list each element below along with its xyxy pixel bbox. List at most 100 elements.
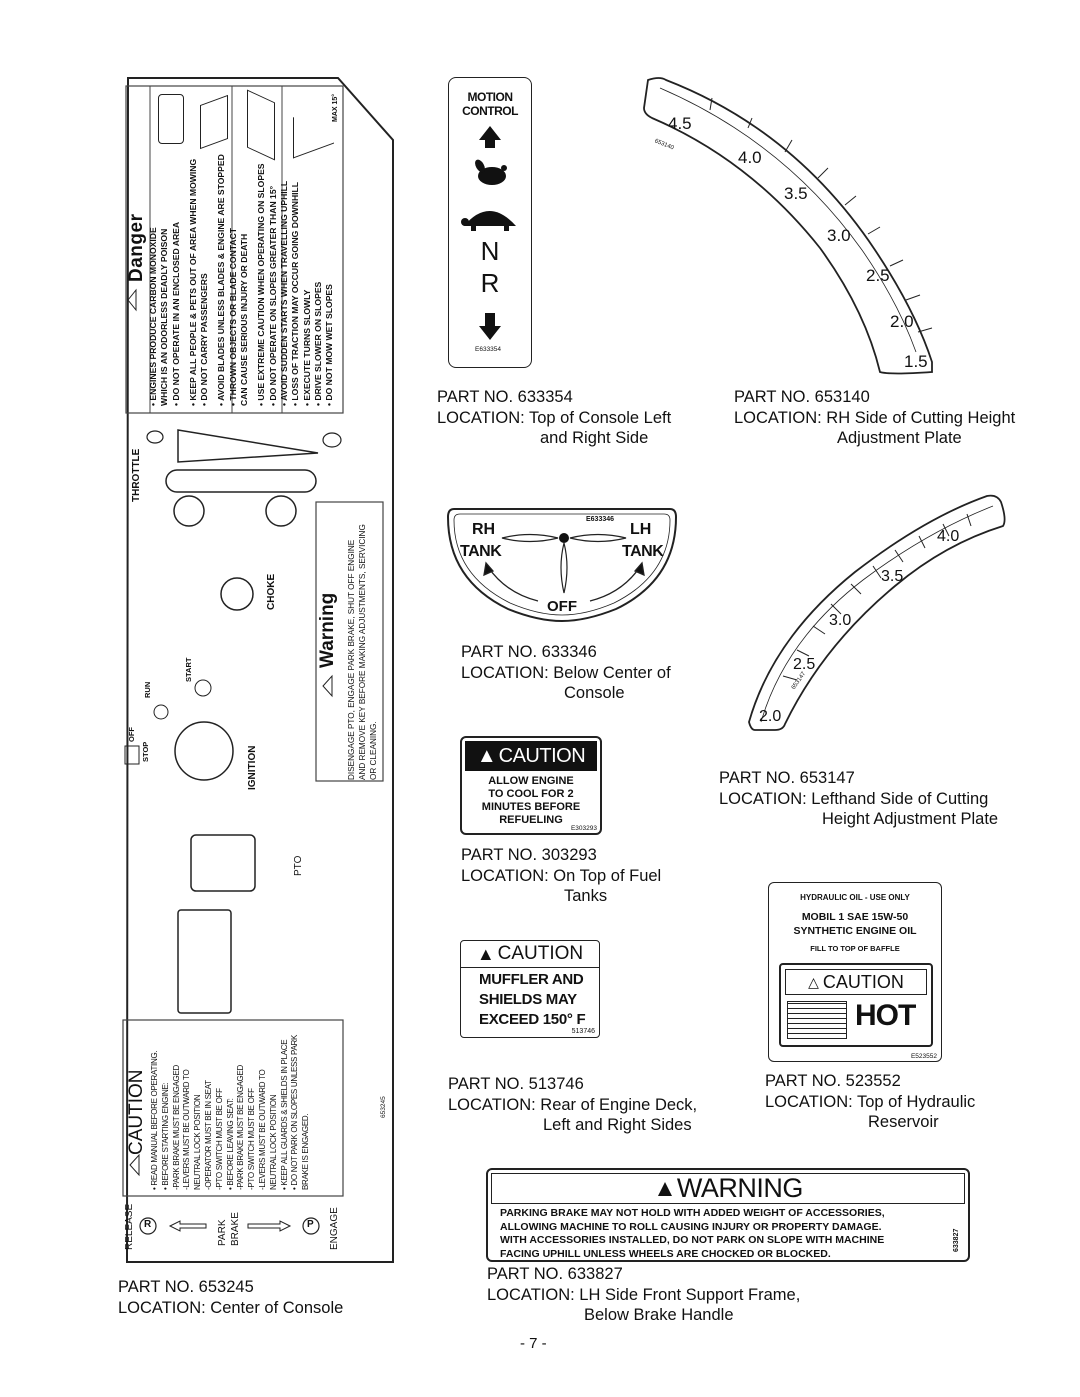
danger-line: • ENGINES PRODUCE CARBON MONOXIDE — [148, 227, 158, 406]
danger-line: • DO NOT OPERATE ON SLOPES GREATER THAN … — [267, 185, 278, 406]
tick-label: 3.5 — [784, 184, 808, 203]
tick-label: 2.0 — [890, 312, 914, 331]
danger-line: • EXECUTE TURNS SLOWLY — [301, 289, 312, 406]
location: LOCATION: Top of Console Left — [437, 408, 672, 427]
danger-line: CAN CAUSE SERIOUS INJURY OR DEATH — [239, 233, 250, 406]
tank-code: E633346 — [586, 516, 615, 523]
motion-code: E633354 — [475, 346, 502, 353]
max-slope-label: MAX 15° — [332, 93, 339, 122]
caution-line: BRAKE IS ENGAGED. — [301, 1113, 311, 1190]
fuel-caution-line: MINUTES BEFORE — [481, 801, 581, 813]
location: LOCATION: RH Side of Cutting Height — [734, 408, 1016, 427]
turtle-icon — [461, 211, 516, 231]
caution-line: -OPERATOR MUST BE IN SEAT — [203, 1080, 213, 1190]
rh-tank-label: TANK — [460, 543, 502, 560]
hydraulic-line-1: HYDRAULIC OIL - USE ONLY — [800, 893, 910, 902]
tick-label: 4.5 — [668, 114, 692, 133]
location: LOCATION: Center of Console — [118, 1298, 344, 1317]
muffler-caution-line: EXCEED 150° F — [479, 1011, 586, 1028]
part-number: PART NO. 633354 — [437, 388, 573, 406]
tick-label: 4.0 — [738, 148, 762, 167]
location-cont: Tanks — [564, 887, 608, 905]
caption-303293: PART NO. 303293 LOCATION: On Top of Fuel… — [461, 845, 661, 907]
location-cont: Below Brake Handle — [584, 1306, 734, 1324]
warning-line: OR CLEANING. — [369, 721, 378, 780]
warning-lines: DISENGAGE PTO, ENGAGE PARK BRAKE, SHUT O… — [346, 524, 379, 780]
park-label: PARK — [217, 1219, 228, 1247]
muffler-caution-line: SHIELDS MAY — [479, 991, 577, 1008]
fuel-caution-line: TO COOL FOR 2 — [488, 788, 574, 800]
fuel-caution-code: E303293 — [570, 825, 597, 832]
caption-513746: PART NO. 513746 LOCATION: Rear of Engine… — [448, 1074, 697, 1136]
brake-label: BRAKE — [230, 1212, 241, 1246]
caption-633827: PART NO. 633827 LOCATION: LH Side Front … — [487, 1264, 800, 1326]
caution-line: • BEFORE STARTING ENGINE: — [160, 1082, 170, 1190]
caption-653147: PART NO. 653147 LOCATION: Lefthand Side … — [719, 768, 998, 830]
caution-line: • READ MANUAL BEFORE OPERATING. — [150, 1050, 159, 1190]
brake-warning-header: ▲ WARNING — [491, 1173, 965, 1204]
danger-line: • DO NOT OPERATE IN AN ENCLOSED AREA — [170, 221, 181, 406]
engage-p-letter: P — [307, 1219, 314, 1230]
tick-label: 2.0 — [759, 708, 782, 725]
tank-valve-handle-icon — [501, 533, 627, 594]
muffler-caution-line: MUFFLER AND — [479, 971, 584, 988]
brake-warning-line: PARKING BRAKE MAY NOT HOLD WITH ADDED WE… — [500, 1207, 885, 1219]
warning-title: Warning — [317, 592, 338, 668]
warning-triangle-icon: ▲ — [653, 1174, 677, 1202]
caution-title: CAUTION — [126, 1069, 147, 1156]
part-number: PART NO. 633346 — [461, 643, 597, 661]
location: LOCATION: LH Side Front Support Frame, — [487, 1285, 801, 1304]
caption-633354: PART NO. 633354 LOCATION: Top of Console… — [437, 387, 671, 449]
brake-warning-line: ALLOWING MACHINE TO ROLL CAUSING INJURY … — [500, 1220, 882, 1233]
danger-line: • KEEP ALL PEOPLE & PETS OUT OF AREA WHE… — [187, 158, 198, 406]
fuel-caution-header: ▲ CAUTION — [465, 741, 597, 771]
exhaust-pictogram-icon — [158, 94, 184, 144]
muffler-caution-code: 513746 — [571, 1028, 595, 1035]
caution-line: -PTO SWITCH MUST BE OFF — [214, 1088, 224, 1190]
rabbit-icon — [475, 159, 507, 185]
danger-title: Danger — [126, 213, 147, 282]
location-cont: Console — [564, 684, 625, 702]
fuel-caution-line: ALLOW ENGINE — [488, 775, 574, 787]
part-number: PART NO. 653147 — [719, 769, 855, 787]
caption-523552: PART NO. 523552 LOCATION: Top of Hydraul… — [765, 1071, 975, 1133]
caution-line: • BEFORE LEAVING SEAT: — [225, 1098, 235, 1191]
warning-triangle-icon: ▲ — [476, 943, 495, 964]
console-decal-outline — [122, 77, 394, 1263]
hydraulic-caution-title: CAUTION — [822, 971, 904, 992]
tick-label: 3.0 — [829, 612, 852, 629]
off-label: OFF — [127, 727, 136, 742]
engage-label: ENGAGE — [329, 1207, 340, 1250]
warning-triangle-icon: △ — [808, 973, 819, 990]
part-number: PART NO. 513746 — [448, 1075, 584, 1093]
muffler-caution-title: CAUTION — [497, 943, 584, 964]
brake-warning-line: FACING UPHILL UNLESS WHEELS ARE CHOCKED … — [500, 1247, 831, 1260]
danger-line: WHICH IS AN ODORLESS DEADLY POISON — [159, 228, 170, 406]
location: LOCATION: Below Center of — [461, 663, 671, 682]
warning-line: DISENGAGE PTO, ENGAGE PARK BRAKE, SHUT O… — [347, 539, 356, 780]
caption-653140: PART NO. 653140 LOCATION: RH Side of Cut… — [734, 387, 1015, 449]
brake-warning-line: WITH ACCESSORIES INSTALLED, DO NOT PARK … — [500, 1234, 885, 1246]
choke-label: CHOKE — [266, 573, 277, 610]
warning-triangle-icon: ▲ — [476, 744, 497, 767]
location-cont: Left and Right Sides — [543, 1116, 692, 1134]
console-decal: Danger MAX 15° • ENGINES PRODUCE CARBON … — [0, 0, 400, 1270]
part-number: PART NO. 523552 — [765, 1072, 901, 1090]
danger-line: • DRIVE SLOWER ON SLOPES — [312, 281, 323, 406]
brake-warning-title: WARNING — [676, 1173, 804, 1203]
warning-line: AND REMOVE KEY BEFORE MAKING ADJUSTMENTS… — [358, 524, 367, 780]
caption-633346: PART NO. 633346 LOCATION: Below Center o… — [461, 642, 671, 704]
rotation-arrows-icon — [483, 561, 645, 602]
console-part-code: 653245 — [380, 1096, 387, 1118]
caution-line: • DO NOT PARK ON SLOPES UNLESS PARK — [290, 1034, 300, 1190]
throttle-label: THROTTLE — [131, 448, 142, 502]
caution-line: -LEVERS MUST BE OUTWARD TO — [182, 1069, 192, 1190]
danger-line: • DO NOT CARRY PASSENGERS — [199, 273, 210, 406]
blade-pictogram-icon — [247, 89, 275, 161]
caution-line: -PTO SWITCH MUST BE OFF — [247, 1088, 257, 1190]
lh-label: LH — [630, 521, 652, 538]
hydraulic-code: E523552 — [910, 1053, 937, 1060]
tank-selector-decal: RH LH TANK TANK OFF E633346 — [446, 505, 678, 625]
reverse-letter: R — [480, 268, 500, 298]
part-number: PART NO. 303293 — [461, 846, 597, 864]
